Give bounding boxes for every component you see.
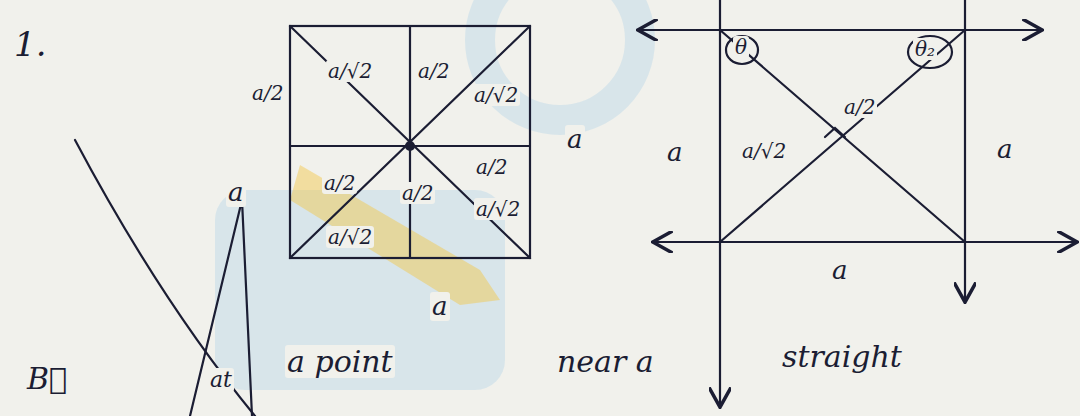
handwritten-label: a/√2	[474, 198, 522, 220]
handwritten-label: near a	[555, 345, 656, 378]
center-dot	[406, 142, 414, 150]
handwritten-label: B⃗	[25, 362, 69, 395]
square-lines	[290, 26, 530, 258]
axis-line	[720, 241, 1075, 243]
handwritten-label: a/√2	[326, 226, 374, 248]
axis-line	[640, 29, 720, 31]
handwritten-label: a	[430, 292, 450, 321]
diagonals	[720, 30, 965, 242]
highlight-arrow	[290, 165, 500, 305]
axis-line	[964, 0, 966, 300]
handwritten-label: a/√2	[472, 84, 520, 106]
handwritten-label: a/2	[400, 182, 435, 204]
handwritten-label: a/√2	[326, 60, 374, 82]
axis-line	[719, 0, 721, 405]
handwritten-label: a/2	[474, 156, 509, 178]
handwritten-label: a point	[285, 345, 395, 378]
watermark	[215, 0, 640, 390]
handwritten-label: a	[565, 125, 585, 154]
handwritten-label: a	[830, 256, 850, 285]
handwritten-label: θ	[733, 36, 749, 58]
handwritten-label: θ₂	[913, 38, 937, 60]
handwritten-label: a/2	[250, 82, 285, 104]
axis-line	[655, 241, 720, 243]
arc	[75, 140, 255, 416]
square	[290, 26, 530, 258]
handwritten-label: a	[665, 138, 685, 167]
handwritten-label: a	[226, 178, 246, 207]
handwritten-label: 1.	[12, 26, 48, 63]
angle-mark	[908, 36, 952, 68]
handwritten-label: a/2	[322, 172, 357, 194]
right-angle-mark	[825, 128, 845, 137]
handwritten-label: straight	[780, 340, 904, 373]
handwritten-label: a/2	[842, 96, 877, 118]
triangle-sketch	[190, 200, 252, 416]
axis-line	[720, 29, 1040, 31]
handwritten-label: a/2	[416, 60, 451, 82]
angle-mark	[726, 36, 758, 64]
handwritten-label: a	[995, 135, 1015, 164]
handwritten-label: at	[208, 368, 234, 392]
handwritten-label: a/√2	[740, 140, 788, 162]
